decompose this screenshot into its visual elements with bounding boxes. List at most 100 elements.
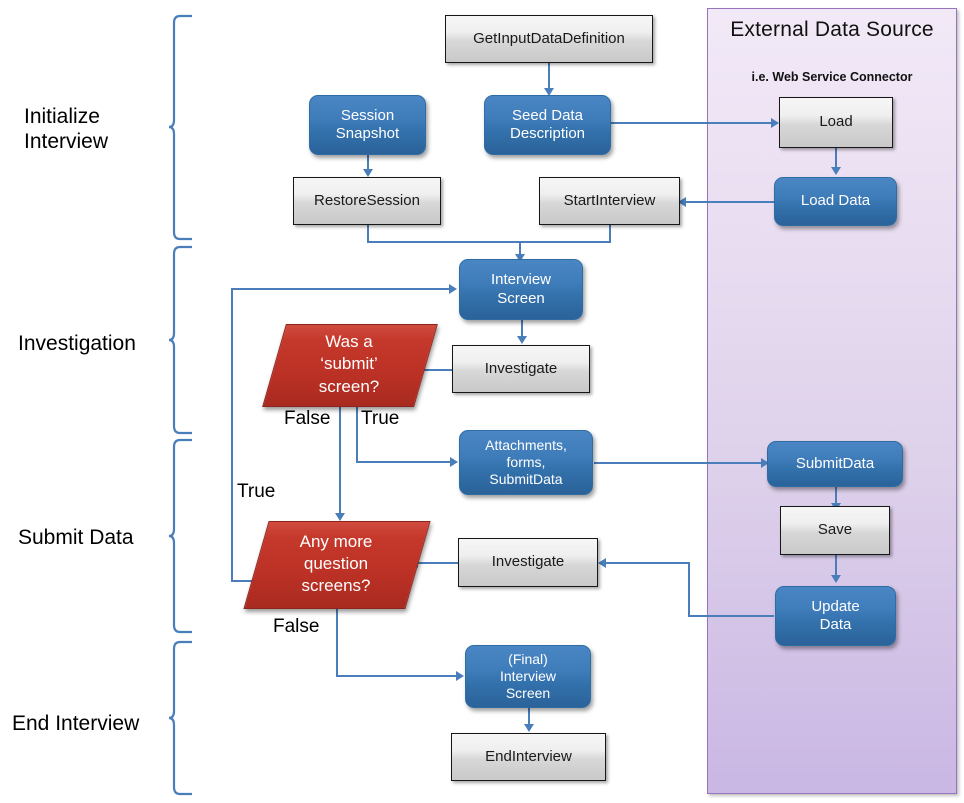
node-label: Load bbox=[819, 113, 853, 131]
arrowhead-right bbox=[450, 457, 458, 467]
node-label-line-2: Description bbox=[509, 125, 586, 142]
node-investigate-2[interactable]: Investigate bbox=[458, 538, 598, 587]
connector-decision-more-true-up bbox=[231, 288, 233, 582]
external-data-source-subtitle: i.e. Web Service Connector bbox=[751, 70, 913, 84]
phase-label-line-1: Initialize bbox=[24, 105, 100, 128]
arrowhead-left bbox=[598, 558, 606, 568]
connector-loaddata-to-startinterview bbox=[684, 201, 775, 203]
node-restore-session[interactable]: RestoreSession bbox=[293, 177, 441, 225]
node-interview-screen[interactable]: Interview Screen bbox=[459, 259, 583, 320]
decision-label: Any more question screens? bbox=[256, 521, 416, 607]
decision-label-line-2: ‘submit’ bbox=[320, 354, 378, 374]
connector-updatedata-up bbox=[688, 562, 690, 617]
edge-label-more-true: True bbox=[237, 481, 276, 502]
node-label-line-1: Attachments, bbox=[485, 436, 567, 453]
arrowhead-left bbox=[678, 197, 686, 207]
node-decision-was-submit-screen[interactable]: Was a ‘submit’ screen? bbox=[262, 324, 438, 407]
connector-interviewscreen-to-investigate bbox=[521, 320, 523, 338]
edge-label-submit-false: False bbox=[284, 408, 331, 429]
phase-label-investigation: Investigation bbox=[18, 332, 136, 355]
decision-label-line-2: question bbox=[303, 553, 369, 573]
connector-investigate2-to-decision-more bbox=[418, 562, 458, 564]
node-label: Load Data bbox=[800, 192, 871, 210]
arrowhead-down bbox=[335, 513, 345, 521]
node-label-line-2: Snapshot bbox=[335, 125, 400, 142]
bracket-submit-data bbox=[168, 438, 192, 634]
connector-restoresession-right bbox=[367, 241, 521, 243]
node-load-data[interactable]: Load Data bbox=[774, 177, 897, 226]
arrowhead-down bbox=[831, 575, 841, 583]
node-label: GetInputDataDefinition bbox=[473, 29, 625, 47]
node-label: Investigate bbox=[484, 359, 558, 377]
node-get-input-data-definition[interactable]: GetInputDataDefinition bbox=[445, 15, 653, 63]
arrowhead-right bbox=[771, 118, 779, 128]
arrowhead-down bbox=[544, 88, 554, 96]
connector-sessionsnapshot-to-restoresession bbox=[367, 155, 369, 171]
arrowhead-right bbox=[449, 284, 457, 294]
phase-label-line-2: Interview bbox=[24, 130, 109, 154]
node-label-line-1: Session bbox=[340, 106, 395, 124]
connector-to-investigate-2 bbox=[604, 562, 690, 564]
bracket-initialize-interview bbox=[168, 14, 192, 241]
node-label-line-2: Data bbox=[819, 616, 852, 633]
connector-restoresession-down bbox=[367, 225, 369, 243]
arrowhead-right bbox=[456, 671, 464, 681]
node-session-snapshot[interactable]: Session Snapshot bbox=[309, 95, 426, 155]
arrowhead-down bbox=[517, 336, 527, 344]
node-end-interview[interactable]: EndInterview bbox=[451, 733, 606, 781]
connector-finalscreen-to-endinterview bbox=[528, 708, 530, 726]
arrowhead-right bbox=[761, 458, 769, 468]
phase-label-initialize-interview: Initialize Interview bbox=[24, 104, 108, 154]
node-label-line-2: Screen bbox=[497, 289, 545, 307]
decision-label-line-1: Any more bbox=[299, 531, 373, 551]
connector-decision-more-false-right bbox=[336, 675, 461, 677]
node-label-line-2: forms, bbox=[506, 453, 546, 470]
bracket-end-interview bbox=[168, 640, 192, 796]
node-load[interactable]: Load bbox=[779, 97, 893, 148]
connector-decision-submit-false bbox=[339, 405, 341, 515]
node-final-interview-screen[interactable]: (Final) Interview Screen bbox=[465, 645, 591, 708]
node-investigate-1[interactable]: Investigate bbox=[452, 345, 590, 393]
node-seed-data-description[interactable]: Seed Data Description bbox=[484, 95, 611, 155]
connector-decision-more-false-down bbox=[336, 605, 338, 677]
connector-attachments-to-submitdata bbox=[594, 462, 766, 464]
connector-getinput-to-seeddata bbox=[548, 63, 550, 90]
node-label: StartInterview bbox=[563, 191, 656, 209]
node-decision-any-more-question-screens[interactable]: Any more question screens? bbox=[243, 521, 431, 609]
decision-label-line-1: Was a bbox=[325, 332, 373, 352]
edge-label-submit-true: True bbox=[361, 408, 400, 429]
node-update-data[interactable]: Update Data bbox=[775, 586, 896, 646]
external-data-source-title: External Data Source bbox=[730, 18, 934, 41]
connector-save-to-updatedata bbox=[835, 555, 837, 577]
decision-label-line-3: screens? bbox=[301, 576, 371, 596]
bracket-investigation bbox=[168, 245, 192, 435]
connector-startinterview-down bbox=[609, 225, 611, 243]
connector-startinterview-left bbox=[519, 241, 611, 243]
node-submit-data[interactable]: SubmitData bbox=[767, 441, 903, 487]
node-label-line-1: Seed Data bbox=[512, 106, 583, 124]
node-label-line-1: Update bbox=[811, 597, 860, 615]
node-save[interactable]: Save bbox=[780, 506, 890, 555]
arrowhead-down bbox=[363, 169, 373, 177]
phase-label-submit-data: Submit Data bbox=[18, 526, 134, 549]
arrowhead-down bbox=[524, 724, 534, 732]
node-attachments-forms-submitdata[interactable]: Attachments, forms, SubmitData bbox=[459, 430, 593, 495]
connector-decision-submit-true-down bbox=[356, 405, 358, 463]
arrowhead-down bbox=[515, 254, 525, 262]
connector-decision-submit-true-right bbox=[356, 461, 452, 463]
connector-decision-more-true-right bbox=[231, 288, 453, 290]
connector-load-to-loaddata bbox=[835, 148, 837, 169]
node-label: RestoreSession bbox=[314, 191, 420, 209]
node-label-line-3: SubmitData bbox=[489, 471, 563, 488]
connector-seeddata-to-load bbox=[611, 122, 778, 124]
node-label-line-3: Screen bbox=[505, 685, 551, 702]
node-start-interview[interactable]: StartInterview bbox=[539, 177, 680, 225]
edge-label-more-false: False bbox=[273, 616, 320, 637]
connector-submitdata-to-save bbox=[835, 487, 837, 504]
arrowhead-down bbox=[831, 167, 841, 175]
phase-label-end-interview: End Interview bbox=[12, 712, 140, 735]
node-label: Investigate bbox=[491, 553, 565, 571]
node-label: Save bbox=[817, 521, 853, 539]
node-label-line-2: Interview bbox=[499, 667, 557, 684]
